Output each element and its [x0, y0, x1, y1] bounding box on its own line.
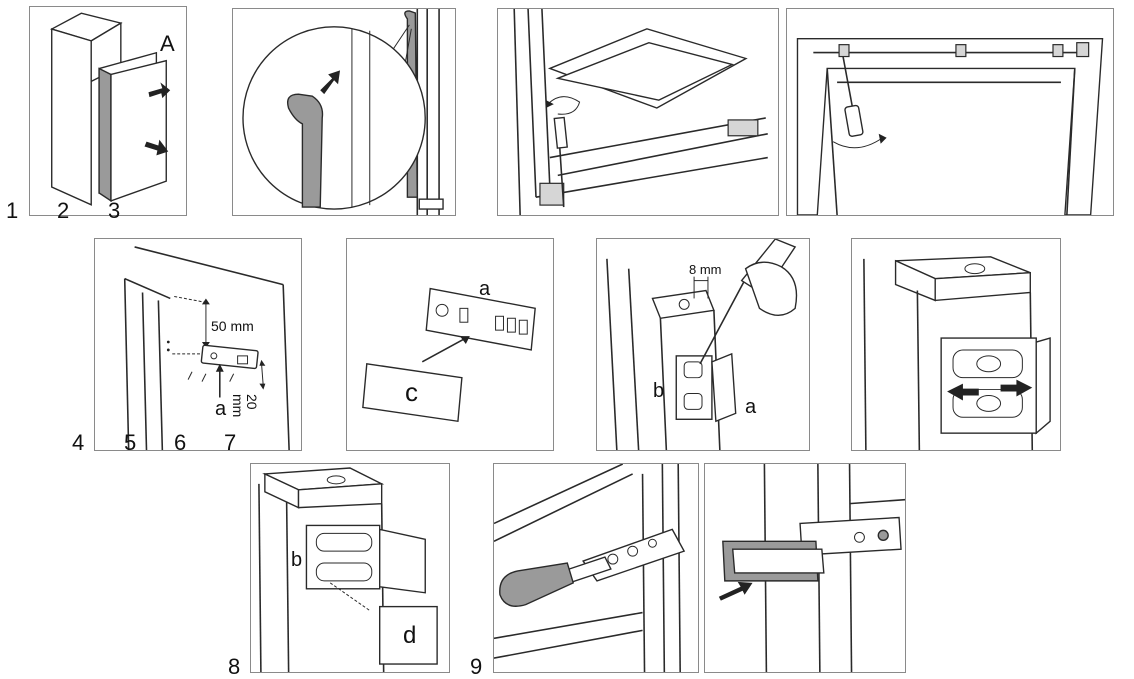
label-A: A — [160, 31, 175, 56]
step-number-5: 5 — [124, 430, 137, 455]
panel-9-bracket-cover-d: b d — [250, 463, 450, 673]
dimension-8mm: 8 mm — [689, 262, 722, 277]
step-number-3: 3 — [108, 198, 121, 223]
step-number-2: 2 — [57, 198, 70, 223]
label-c: c — [405, 377, 418, 407]
bracket-cover-illustration — [362, 287, 536, 423]
label-a-hinge: a — [745, 396, 757, 418]
step-number-6: 6 — [174, 430, 187, 455]
label-d: d — [403, 622, 417, 649]
panel-4-top-frame — [786, 8, 1114, 216]
panel-11-cover-clip — [704, 463, 906, 673]
step-number-7: 7 — [224, 430, 237, 455]
step-number-4: 4 — [72, 430, 85, 455]
panel-5-bracket-position: 50 mm 20 mm a — [94, 238, 302, 451]
panel-1-cabinet-door: A — [29, 6, 187, 216]
label-a-bracket: a — [215, 398, 227, 420]
bracket-position-illustration — [123, 246, 290, 450]
panel-2-door-seal — [232, 8, 456, 216]
panel-7-screw-bracket: 8 mm b a — [596, 238, 810, 451]
cover-clip-illustration — [718, 464, 905, 672]
panel-10-hinge-screwdriver — [493, 463, 699, 673]
step-number-1: 1 — [6, 198, 19, 223]
step-number-8: 8 — [228, 654, 241, 679]
bracket-adjust-illustration — [863, 256, 1051, 450]
panel-8-bracket-adjust — [851, 238, 1061, 451]
cabinet-illustration — [49, 12, 171, 206]
bracket-cover-d-illustration — [258, 467, 438, 672]
top-frame-illustration — [796, 38, 1104, 215]
panel-3-hinge-screw — [497, 8, 779, 216]
label-a-cover: a — [479, 278, 491, 300]
label-b-bracket: b — [653, 380, 665, 402]
hinge-screwdriver-illustration — [494, 464, 686, 672]
dimension-50mm: 50 mm — [211, 318, 254, 334]
step-number-9: 9 — [470, 654, 483, 679]
door-seal-illustration — [242, 9, 444, 215]
hinge-screw-illustration — [513, 9, 768, 215]
screw-bracket-illustration — [606, 239, 798, 450]
label-b-cover: b — [291, 549, 303, 571]
panel-6-bracket-cover: a c — [346, 238, 554, 451]
